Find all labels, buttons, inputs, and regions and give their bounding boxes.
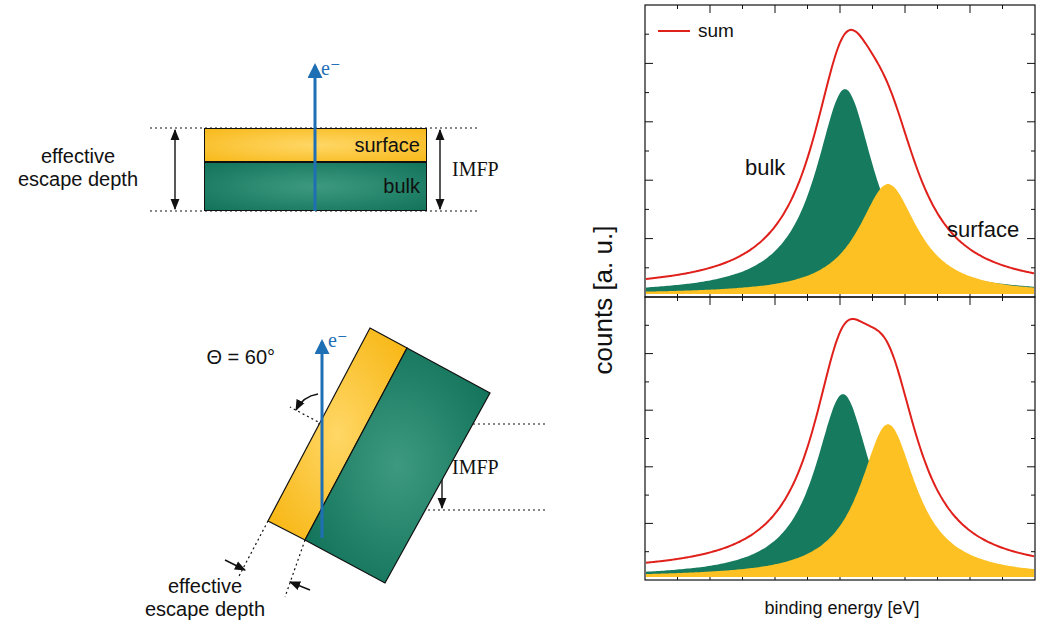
electron-label: e⁻ xyxy=(321,57,340,80)
peak-label: surface xyxy=(947,217,1019,242)
dimension-label: IMFP xyxy=(452,158,499,181)
dimension-label: IMFP xyxy=(452,456,499,479)
dimension-label: effective escape depth xyxy=(11,145,146,191)
chart-frame xyxy=(645,5,1035,580)
layer-label: bulk xyxy=(383,175,420,198)
layer-label: surface xyxy=(354,134,420,157)
legend-entry: sum xyxy=(658,20,734,42)
bulk-layer: bulk xyxy=(204,162,427,211)
axis-label: binding energy [eV] xyxy=(764,598,919,619)
guide-lines xyxy=(150,128,545,597)
dimension-label: effective escape depth xyxy=(138,575,273,621)
peak-label: bulk xyxy=(745,155,785,180)
legend-line-sample xyxy=(658,30,690,32)
spectra xyxy=(646,30,1034,577)
electron-label: e⁻ xyxy=(328,329,347,352)
electron-arrow xyxy=(321,342,324,538)
axis-label: counts [a. u.] xyxy=(589,226,619,375)
axis-ticks xyxy=(645,5,1035,580)
legend-text: sum xyxy=(698,20,734,42)
surface-layer: surface xyxy=(204,128,427,162)
angle-label: Θ = 60° xyxy=(206,346,275,369)
